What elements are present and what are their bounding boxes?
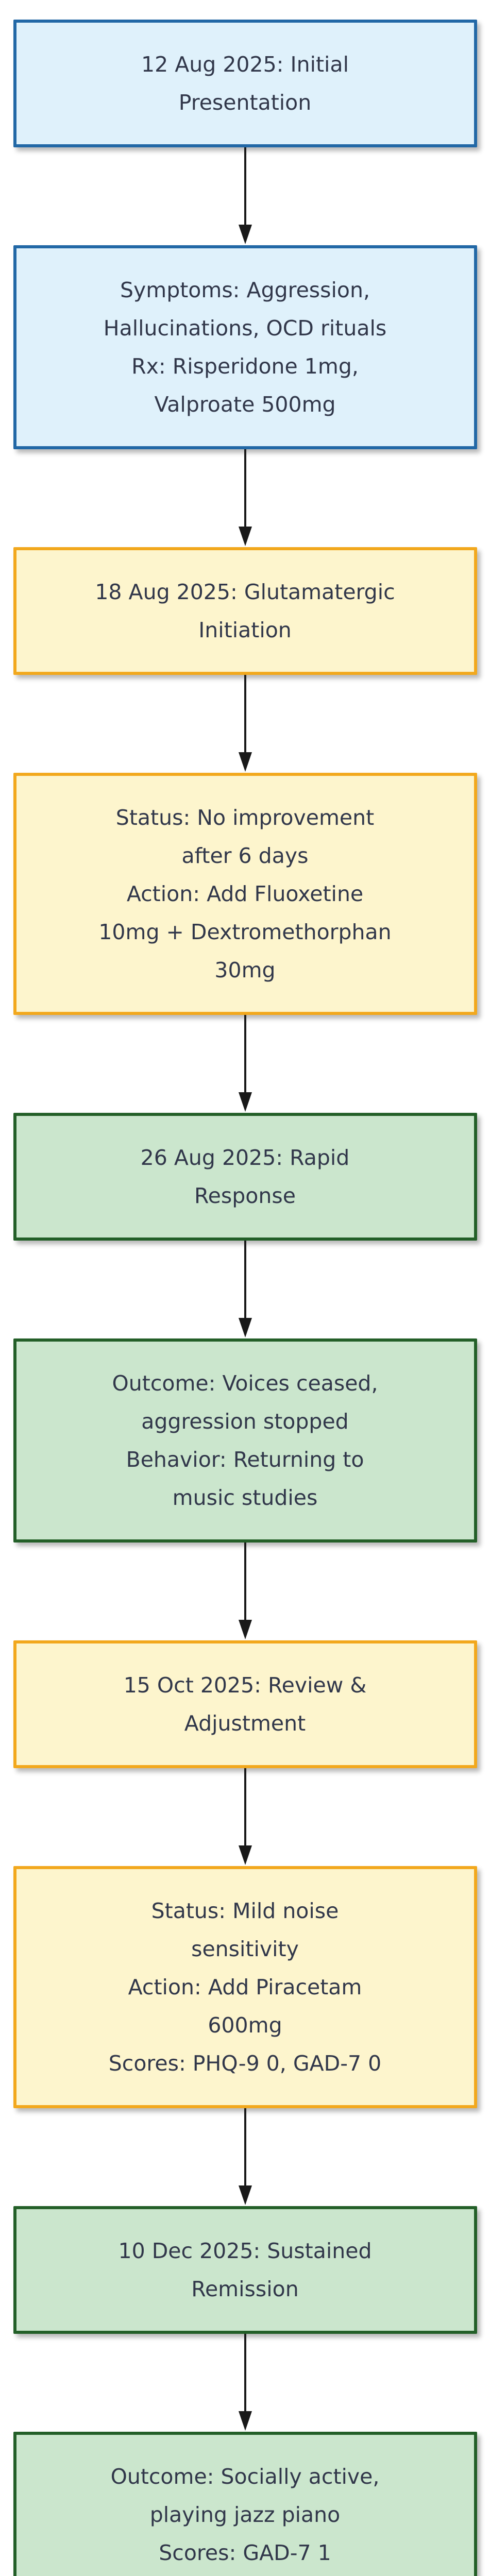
- node-text: 12 Aug 2025: Initial Presentation: [141, 52, 349, 115]
- down-arrow-icon: [238, 2334, 252, 2431]
- flow-arrow: [235, 1543, 256, 1640]
- node-glutamatergic-initiation: 18 Aug 2025: Glutamatergic Initiation: [13, 547, 477, 675]
- flow-arrow: [235, 1768, 256, 1866]
- flow-arrow: [235, 2334, 256, 2432]
- node-text: 18 Aug 2025: Glutamatergic Initiation: [95, 580, 395, 642]
- node-text: 10 Dec 2025: Sustained Remission: [118, 2239, 372, 2301]
- down-arrow-icon: [238, 2108, 252, 2205]
- node-initial-presentation: 12 Aug 2025: Initial Presentation: [13, 20, 477, 147]
- flow-arrow: [235, 147, 256, 245]
- down-arrow-icon: [238, 675, 252, 772]
- flow-arrow: [235, 675, 256, 773]
- node-rapid-response: 26 Aug 2025: Rapid Response: [13, 1113, 477, 1241]
- flow-arrow: [235, 1241, 256, 1338]
- node-sustained-remission: 10 Dec 2025: Sustained Remission: [13, 2206, 477, 2334]
- down-arrow-icon: [238, 1015, 252, 1112]
- node-text: Status: Mild noise sensitivity Action: A…: [108, 1899, 382, 2076]
- node-text: Symptoms: Aggression, Hallucinations, OC…: [103, 278, 387, 417]
- node-rapid-response-details: Outcome: Voices ceased, aggression stopp…: [13, 1338, 477, 1543]
- down-arrow-icon: [238, 1768, 252, 1865]
- down-arrow-icon: [238, 1241, 252, 1337]
- node-review-details: Status: Mild noise sensitivity Action: A…: [13, 1866, 477, 2108]
- node-text: 26 Aug 2025: Rapid Response: [140, 1145, 350, 1208]
- node-initial-details: Symptoms: Aggression, Hallucinations, OC…: [13, 245, 477, 449]
- flow-arrow: [235, 1015, 256, 1113]
- node-text: Outcome: Voices ceased, aggression stopp…: [112, 1371, 378, 1510]
- node-glutamatergic-details: Status: No improvement after 6 days Acti…: [13, 773, 477, 1015]
- down-arrow-icon: [238, 1543, 252, 1639]
- node-review-adjustment: 15 Oct 2025: Review & Adjustment: [13, 1640, 477, 1768]
- down-arrow-icon: [238, 147, 252, 244]
- node-text: Outcome: Socially active, playing jazz p…: [110, 2464, 380, 2565]
- flow-arrow: [235, 449, 256, 547]
- node-text: Status: No improvement after 6 days Acti…: [98, 805, 392, 982]
- node-text: 15 Oct 2025: Review & Adjustment: [123, 1673, 367, 1736]
- node-remission-details: Outcome: Socially active, playing jazz p…: [13, 2432, 477, 2576]
- down-arrow-icon: [238, 449, 252, 546]
- flow-arrow: [235, 2108, 256, 2206]
